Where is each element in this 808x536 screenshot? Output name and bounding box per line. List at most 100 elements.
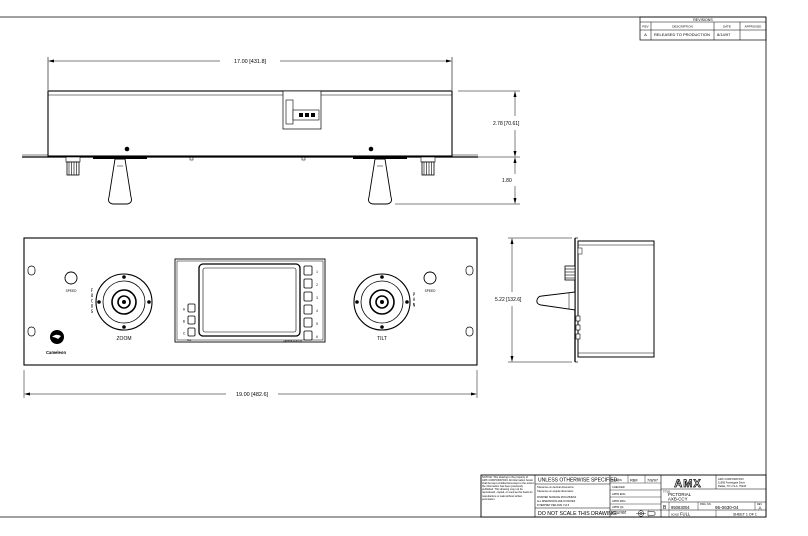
screw-icon [124,146,130,152]
preset-label-b: B [183,320,185,324]
joystick-handle-side [108,158,132,205]
rev-header-rev: REV [642,25,648,29]
drawn-date: 7/8/97 [647,478,659,483]
revision-block: REVISIONS REV DESCRIPTION DATE APPROVED … [639,16,767,41]
unless-specified-heading: UNLESS OTHERWISE SPECIFIED: [538,478,619,484]
role-appr-qa: APPR QA [612,505,624,509]
preset-button-c[interactable] [187,327,196,337]
camera-button-2[interactable] [303,278,313,289]
dwg-no-label: DWG. NO. [700,503,712,506]
top-view: 17.00 [431.8] [22,57,520,205]
joystick-handle-side [368,158,392,205]
drawn-by: RBF [630,478,639,483]
camera-label-5: 5 [316,322,318,326]
rev-header-approved: APPROVED [745,25,763,29]
preset-button-a[interactable] [187,303,196,313]
camera-button-6[interactable] [303,330,313,341]
projection-label: THIRD ANGLE PROJECTION [611,510,627,516]
preset-label-a: A [183,308,186,312]
speed-knob-icon [423,271,437,285]
brand-wordmark: Cameleon [46,350,66,355]
all-label: ALL [187,339,192,342]
speed-knob-side [420,156,436,176]
side-chassis [577,240,655,358]
role-drawn: DRAWN [612,478,622,482]
confidentiality-notice: NOTICE: This drawing is the property of … [482,476,534,501]
speed-knob-side [65,156,81,176]
side-view: 5.22 [132.6] [495,237,655,363]
tolerance-line-5: INTERPRET PER ANSI Y14.5 [537,504,570,507]
drawing-number: 95-0630-04 [715,505,739,510]
company-line-3: Dallas, TX U.S.A. 75243 [718,484,747,488]
sheet-size: B [663,505,667,511]
front-lip [353,156,407,159]
cameleon-logo: Cameleon [46,330,66,355]
role-appr-eng: APPR ENG [612,492,625,496]
title-label: TITLE: [663,490,671,494]
speed-knob-icon [64,271,78,285]
left-speed-label: SPEED [66,289,78,293]
scale-value: FULL [680,512,691,517]
camera-label-2: 2 [316,283,318,287]
zoom-label: ZOOM [117,336,132,342]
side-knob [564,265,576,281]
camera-button-1[interactable] [303,265,313,276]
dim-top-width: 17.00 [431.8] [234,59,267,65]
rack-hole-icon [465,326,474,337]
camera-button-5[interactable] [303,317,313,328]
tolerance-line-4: ALL DIMENSIONS ARE IN INCHES [537,500,576,503]
camera-button-4[interactable] [303,304,313,315]
camera-label-6: 6 [316,335,318,339]
tolerance-line-1: Tolerances on decimal dimensions [537,486,574,489]
side-joystick-handle [536,291,576,311]
rev-header-description: DESCRIPTION [672,25,693,29]
company-line-2: 11995 Forestgate Drive [718,481,745,485]
front-lip [93,156,147,159]
title-line-1: PICTORIAL [668,492,692,497]
top-chassis [47,90,453,157]
rev-label: REV [757,503,762,506]
do-not-scale-warning: DO NOT SCALE THIS DRAWING. [538,511,617,517]
rev-row-description: RELEASED TO PRODUCTION [654,32,710,37]
rev-row-date: 8/14/97 [717,32,731,37]
sheet-count: SHEET 1 OF 1 [733,513,757,517]
revisions-title: REVISIONS [693,18,713,22]
pan-tilt-joystick [353,273,411,331]
rack-hole-icon [27,326,36,337]
amx-logo: AMX [674,478,701,490]
dim-front-width: 19.00 [482.6] [236,392,269,398]
title-line-2: AXB-CCY [668,497,688,502]
rev-header-date: DATE [723,25,731,29]
tolerance-line-3: FINISHED SURFACE ROUGHNESS [537,496,577,499]
camera-station-label: CAMERA STATION [283,340,302,343]
camera-button-3[interactable] [303,291,313,302]
dim-side-height: 5.22 [132.6] [495,297,522,303]
camera-label-1: 1 [316,270,318,274]
preset-label-c: C [183,332,186,336]
camera-label-3: 3 [316,296,318,300]
cage-code: 95063004 [671,505,690,510]
camera-label-4: 4 [316,309,318,313]
tilt-label: TILT [377,336,387,342]
screw-icon [368,146,374,152]
display-screen [198,263,301,337]
rack-hole-icon [465,265,474,276]
rack-hole-icon [27,265,36,276]
right-speed-label: SPEED [425,289,437,293]
rev-row-rev: A [644,32,647,37]
third-angle-projection-icon [636,510,656,517]
role-appr-mfg: APPR MFG [612,499,626,503]
dim-handle-depth: 1.80 [502,178,512,184]
zoom-focus-joystick [95,273,153,331]
scale-label: SCALE [671,514,679,517]
tolerance-line-2: Tolerances on angular dimensions [537,490,574,493]
preset-button-b[interactable] [187,315,196,325]
role-checked: CHECKED [612,485,625,489]
rear-connector [282,90,322,130]
company-line-1: AMX CORPORATION [718,477,744,481]
